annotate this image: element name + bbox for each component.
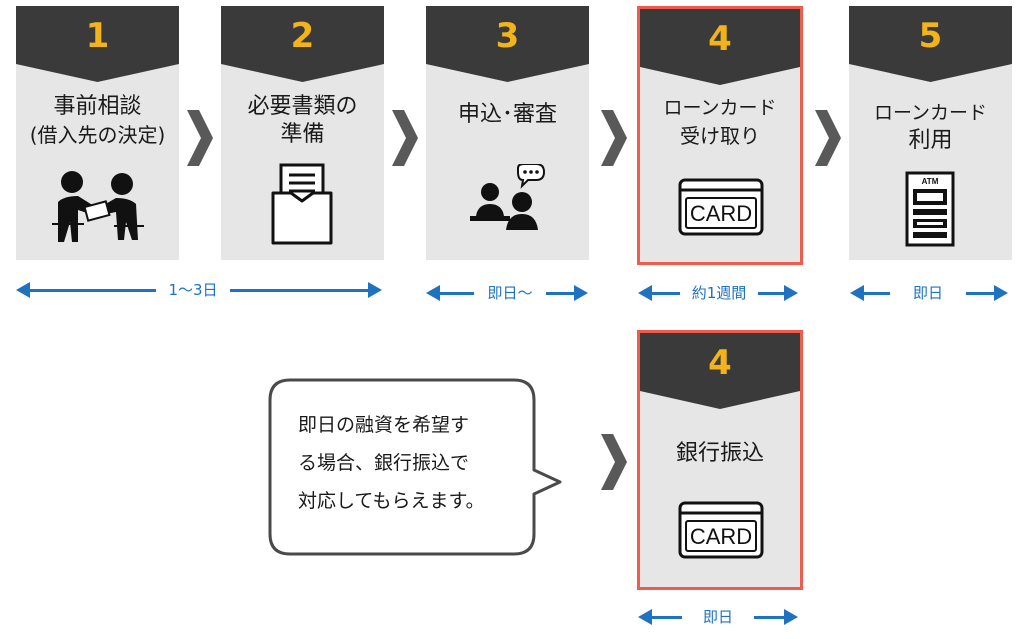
step-4-header: 4 (640, 9, 800, 87)
duration-arrow-5: 即日 (638, 605, 798, 629)
duration-arrow-1: 1〜3日 (16, 278, 382, 302)
duration-label-1: 1〜3日 (156, 278, 230, 302)
duration-arrow-2: 即日〜 (426, 281, 588, 305)
arrow-right-head (994, 285, 1008, 301)
bubble-chevron (601, 434, 627, 490)
duration-label-3: 約1週間 (680, 281, 758, 305)
arrow-right-head (368, 282, 382, 298)
step-2-label-line-2: 準備 (280, 122, 325, 147)
step-2-number: 2 (290, 16, 315, 56)
atm-label: ATM (922, 177, 939, 186)
step-2-header: 2 (221, 6, 384, 84)
step-1-header: 1 (16, 6, 179, 84)
duration-label-2: 即日〜 (474, 281, 546, 305)
step-3-label-line-1: 申込･審査 (457, 102, 557, 127)
bubble-text: 即日の融資を希望す る場合、銀行振込で 対応してもらえます。 (298, 406, 538, 520)
speech-bubble (268, 378, 562, 556)
atm-icon: ATM (905, 171, 955, 247)
step-5-number: 5 (918, 16, 943, 56)
arrow-left-head (638, 285, 652, 301)
step-1-card: 1 事前相談 (借入先の決定) (16, 6, 179, 260)
alt-step-4-header: 4 (640, 333, 800, 411)
step-3-card: 3 申込･審査 (426, 6, 589, 260)
step-3-header: 3 (426, 6, 589, 84)
duration-arrow-4: 即日 (850, 281, 1008, 305)
meeting-people-icon (52, 171, 144, 242)
step-chevron-1 (187, 110, 213, 166)
bubble-line-3: 対応してもらえます。 (298, 490, 485, 512)
arrow-right-head (784, 609, 798, 625)
step-1-label-line-2: (借入先の決定) (29, 123, 166, 147)
step-5-label-line-2: 利用 (908, 128, 953, 153)
step-5-header: 5 (849, 6, 1012, 84)
alt-step-4-label: 銀行振込 (675, 441, 764, 466)
bubble-line-1: 即日の融資を希望す (298, 414, 470, 436)
step-4-number: 4 (708, 19, 732, 59)
step-1-number: 1 (85, 16, 110, 56)
step-2-label-line-1: 必要書類の (247, 94, 358, 119)
step-4-label-line-2: 受け取り (680, 124, 760, 148)
arrow-left-head (638, 609, 652, 625)
arrow-left-head (850, 285, 864, 301)
alt-step-4-card: 4 銀行振込 CARD (637, 330, 803, 590)
step-chevron-4 (815, 110, 841, 166)
arrow-left-head (426, 285, 440, 301)
bubble-line-2: る場合、銀行振込で (298, 452, 470, 474)
step-5-label-line-1: ローンカード (873, 102, 988, 124)
card-icon: CARD (678, 178, 764, 236)
step-4-card: 4 ローンカード 受け取り CARD (637, 6, 803, 265)
card-icon: CARD (678, 501, 764, 559)
step-chevron-2 (392, 110, 418, 166)
alt-step-4-card-text: CARD (690, 524, 752, 549)
step-4-card-text: CARD (690, 201, 752, 226)
step-2-card: 2 必要書類の 準備 (221, 6, 384, 260)
arrow-right-head (574, 285, 588, 301)
duration-arrow-3: 約1週間 (638, 281, 798, 305)
duration-label-5: 即日 (682, 605, 754, 629)
step-5-card: 5 ローンカード 利用 ATM (849, 6, 1012, 260)
duration-label-4: 即日 (890, 281, 966, 305)
alt-step-4-number: 4 (708, 343, 732, 383)
interview-chat-icon (470, 164, 546, 230)
step-3-number: 3 (495, 16, 520, 56)
step-chevron-3 (601, 110, 627, 166)
step-4-label-line-1: ローンカード (663, 97, 777, 119)
document-envelope-icon (271, 163, 333, 245)
step-1-label-line-1: 事前相談 (53, 94, 142, 119)
arrow-left-head (16, 282, 30, 298)
arrow-right-head (784, 285, 798, 301)
